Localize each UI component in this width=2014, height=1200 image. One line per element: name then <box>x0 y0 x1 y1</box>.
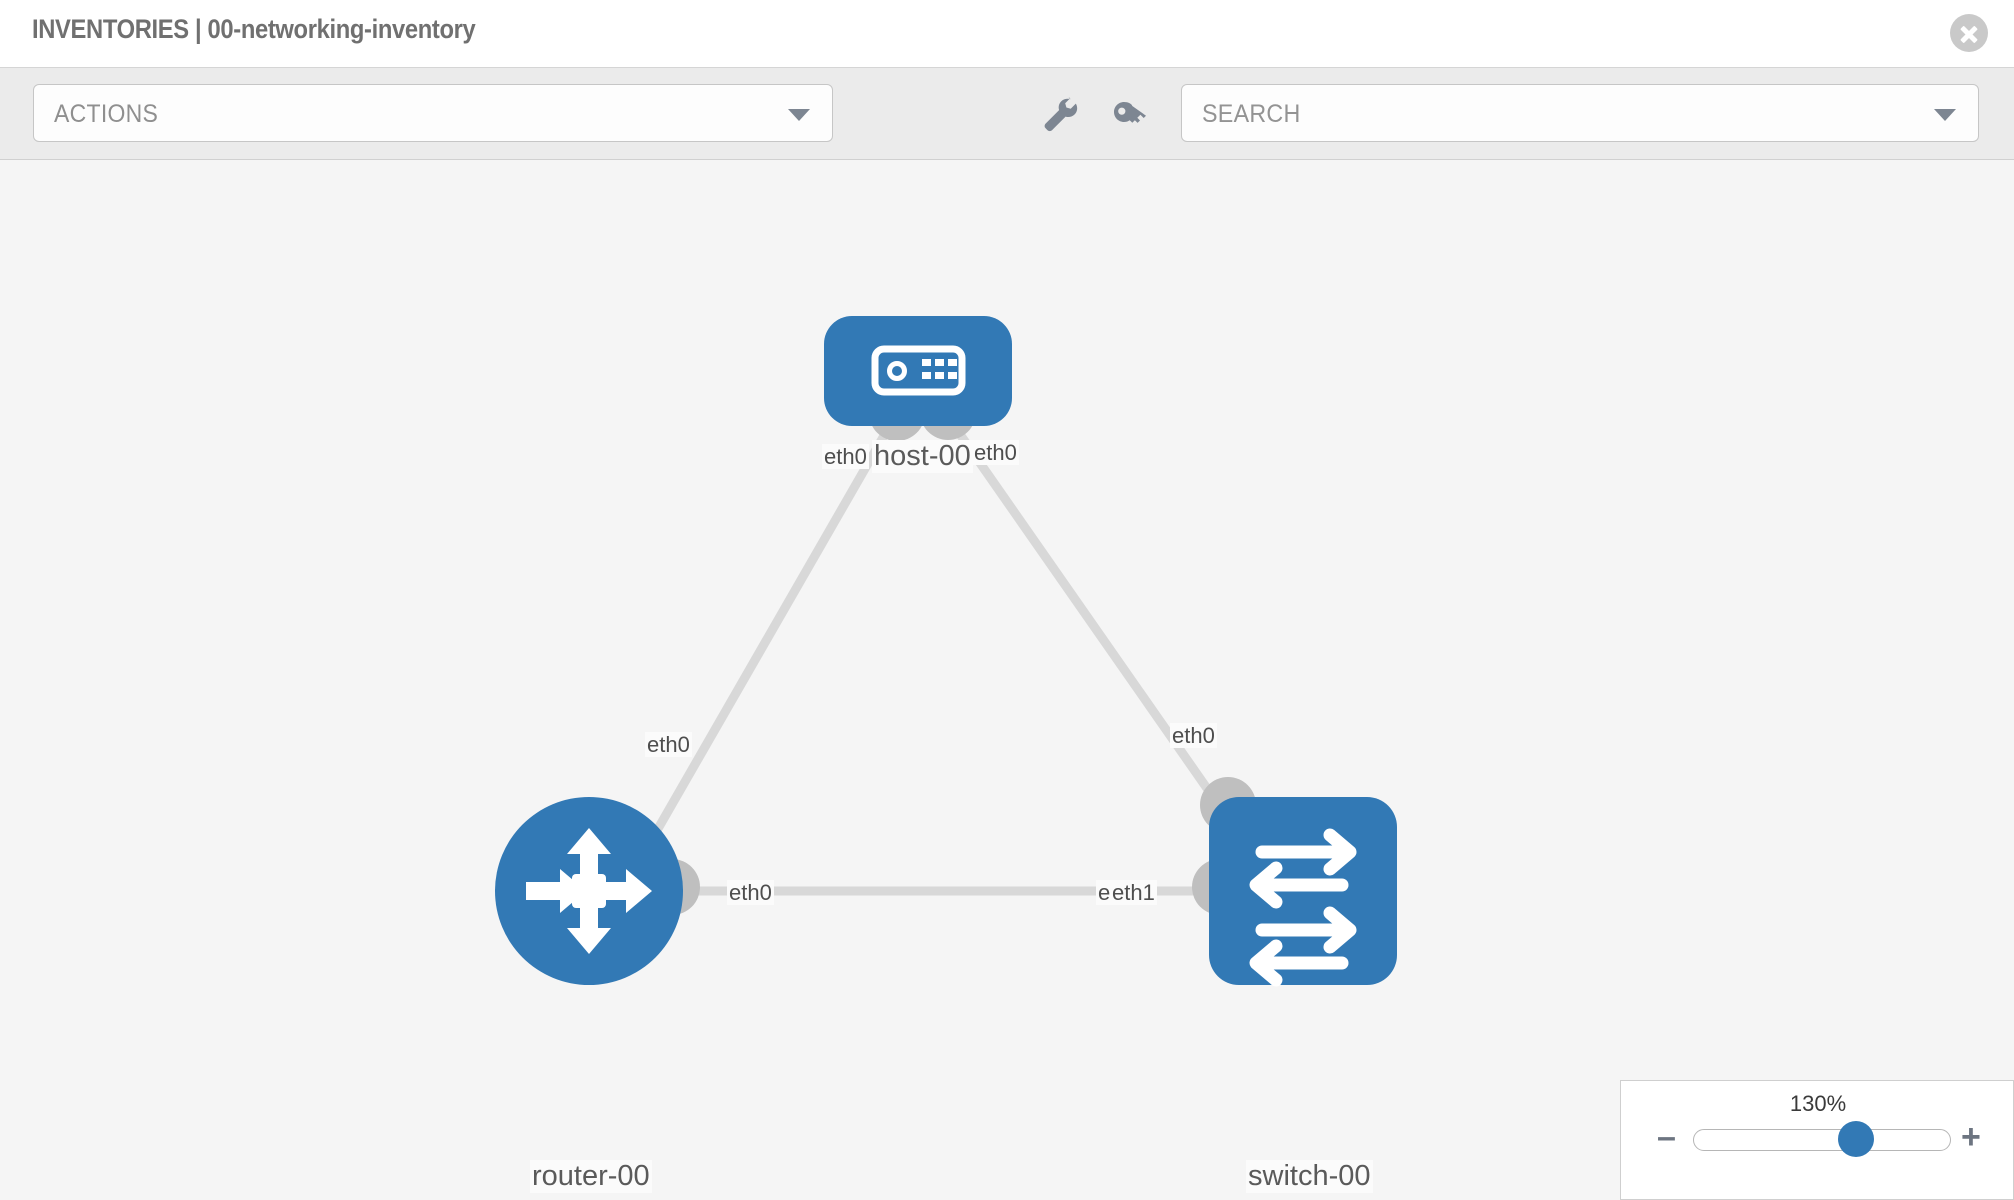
chevron-down-icon <box>1934 109 1956 121</box>
actions-dropdown[interactable]: ACTIONS <box>33 84 833 142</box>
node-router-00[interactable] <box>495 797 683 985</box>
node-host-00[interactable] <box>824 316 1012 426</box>
page-header: INVENTORIES | 00-networking-inventory <box>0 0 2014 68</box>
node-label-switch-00: switch-00 <box>1246 1160 1373 1194</box>
wrench-icon[interactable] <box>1040 96 1080 134</box>
iface-label-router00-eth0: eth0 <box>727 880 774 906</box>
toolbar: ACTIONS SEARCH <box>0 68 2014 160</box>
close-icon[interactable] <box>1950 14 1988 52</box>
iface-label-switch00-uplink: eth0 <box>1170 723 1217 749</box>
search-input[interactable]: SEARCH <box>1181 84 1979 142</box>
node-label-router-00: router-00 <box>530 1160 652 1194</box>
iface-label-host00-left: eth0 <box>822 444 869 470</box>
server-device-icon <box>871 345 966 396</box>
node-label-host-00: host-00 <box>872 440 973 474</box>
zoom-level-label: 130% <box>1789 1091 1847 1116</box>
chevron-down-icon <box>788 109 810 121</box>
zoom-control-panel: 130% – + <box>1620 1080 2014 1200</box>
iface-label-host00-right: eth0 <box>972 440 1019 466</box>
topology-links <box>636 417 1254 896</box>
actions-dropdown-label: ACTIONS <box>54 100 159 128</box>
iface-label-switch00-eth1: eth1 <box>1110 880 1157 906</box>
link-host00-switch00[interactable] <box>946 417 1254 853</box>
search-input-placeholder: SEARCH <box>1202 100 1301 128</box>
zoom-out-button[interactable]: – <box>1657 1118 1676 1156</box>
zoom-slider-thumb[interactable] <box>1838 1121 1874 1157</box>
link-host00-router00[interactable] <box>636 417 897 863</box>
iface-label-router00-uplink: eth0 <box>645 732 692 758</box>
topology-canvas[interactable]: eth0 eth0 eth0 eth0 eth0 eth eth1 host-0… <box>0 160 2014 1200</box>
topology-graph <box>495 316 1397 987</box>
zoom-slider-track[interactable] <box>1693 1129 1951 1151</box>
router-arrows-icon <box>526 828 652 954</box>
zoom-in-button[interactable]: + <box>1961 1118 1981 1156</box>
page-title: INVENTORIES | 00-networking-inventory <box>32 14 476 44</box>
key-icon[interactable] <box>1110 96 1150 134</box>
switch-exchange-arrows-icon <box>1249 828 1357 987</box>
node-switch-00[interactable] <box>1209 797 1397 987</box>
